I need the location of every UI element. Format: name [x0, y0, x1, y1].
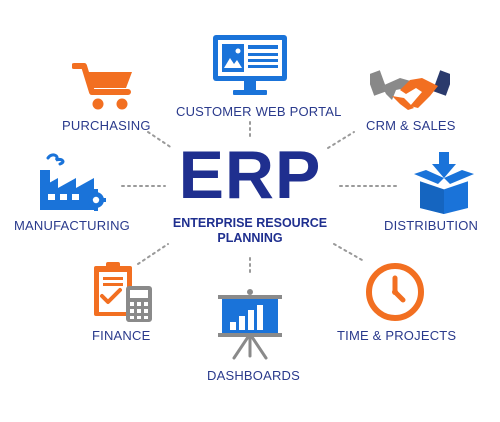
connector-top-left	[147, 131, 173, 149]
module-label-customer-web-portal: CUSTOMER WEB PORTAL	[176, 104, 342, 119]
connector-bottom-right	[333, 243, 363, 261]
clipboard-calculator-icon	[94, 262, 152, 322]
shopping-cart-icon	[72, 63, 132, 110]
module-label-distribution: DISTRIBUTION	[384, 218, 479, 233]
monitor-icon	[213, 35, 287, 95]
module-label-crm-sales: CRM & SALES	[366, 118, 456, 133]
erp-subtitle: ENTERPRISE RESOURCE PLANNING	[160, 216, 340, 246]
erp-title: ERP	[178, 137, 322, 213]
erp-subtitle-line1: ENTERPRISE RESOURCE	[172, 216, 328, 230]
module-label-dashboards: DASHBOARDS	[207, 368, 301, 383]
factory-icon	[40, 153, 106, 211]
module-label-time-projects: TIME & PROJECTS	[337, 328, 457, 343]
handshake-icon	[370, 70, 450, 110]
connector-top-right	[327, 131, 355, 149]
connector-bottom-left	[137, 243, 169, 265]
erp-subtitle-line2: PLANNING	[217, 231, 283, 245]
clock-icon	[366, 263, 424, 321]
module-label-finance: FINANCE	[92, 328, 151, 343]
presentation-board-icon	[218, 289, 282, 360]
module-label-purchasing: PURCHASING	[62, 118, 151, 133]
module-label-manufacturing: MANUFACTURING	[14, 218, 130, 233]
box-icon	[414, 152, 474, 214]
